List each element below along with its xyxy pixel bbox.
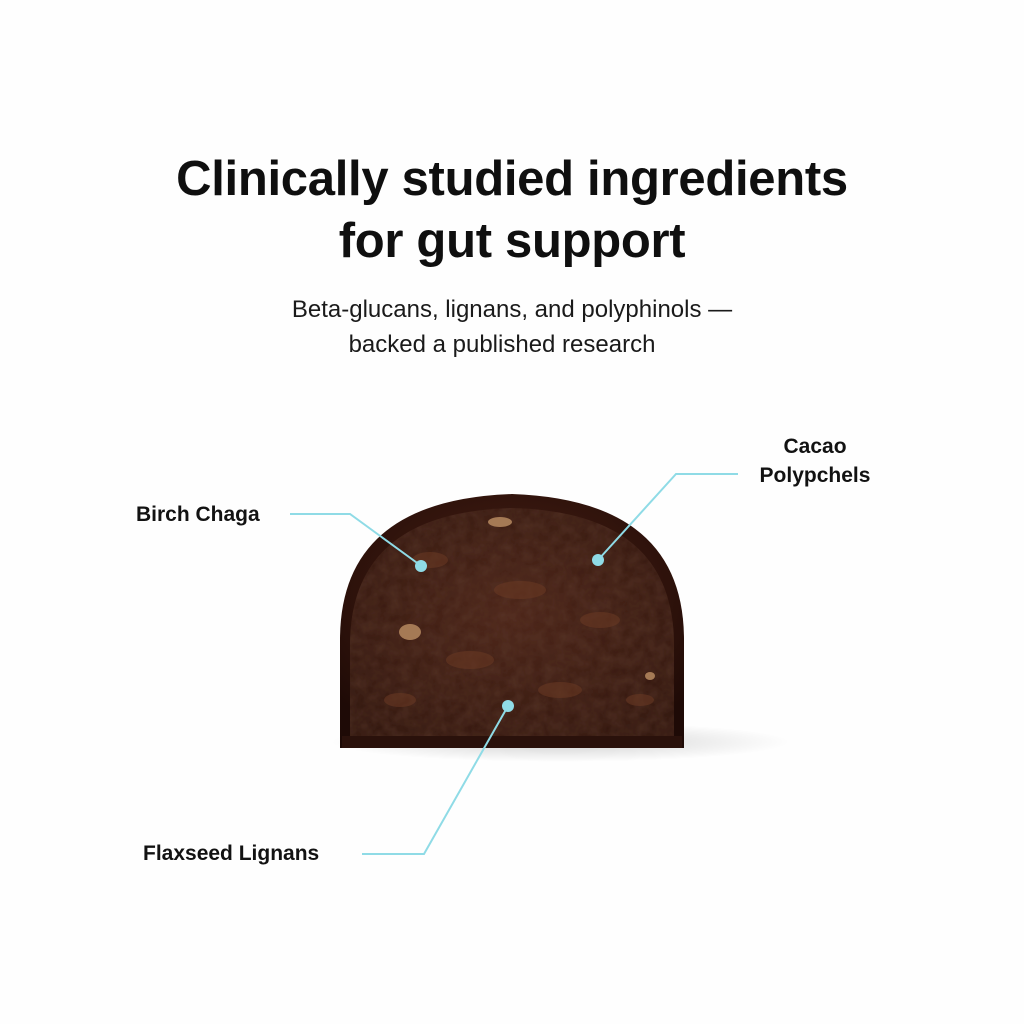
callout-label-flaxseed: Flaxseed Lignans (143, 842, 320, 865)
callout-dot-birch-chaga (415, 560, 427, 572)
callout-label-cacao-line-2: Polypchels (759, 464, 871, 487)
subheadline: Beta-glucans, lignans, and polyphinols —… (162, 292, 862, 362)
callout-line-birch-chaga (290, 513, 421, 566)
callout-line-flaxseed (362, 705, 509, 855)
chocolate-base (342, 736, 682, 748)
callout-line-cacao (597, 473, 738, 561)
callout-dot-flaxseed (502, 700, 514, 712)
nut-pieces (399, 517, 655, 680)
callout-dot-cacao (592, 554, 604, 566)
headline: Clinically studied ingredients for gut s… (112, 148, 912, 272)
subheadline-line-2: backed a published research (348, 331, 656, 358)
headline-line-1: Clinically studied ingredients (176, 152, 848, 206)
callout-label-cacao: Cacao Polypchels (740, 432, 890, 490)
callout-label-birch-chaga: Birch Chaga (136, 503, 260, 526)
headline-line-2: for gut support (338, 214, 686, 268)
crumb-details (384, 552, 654, 707)
subheadline-line-1: Beta-glucans, lignans, and polyphinols — (291, 296, 733, 323)
callout-label-cacao-line-1: Cacao (783, 435, 847, 458)
